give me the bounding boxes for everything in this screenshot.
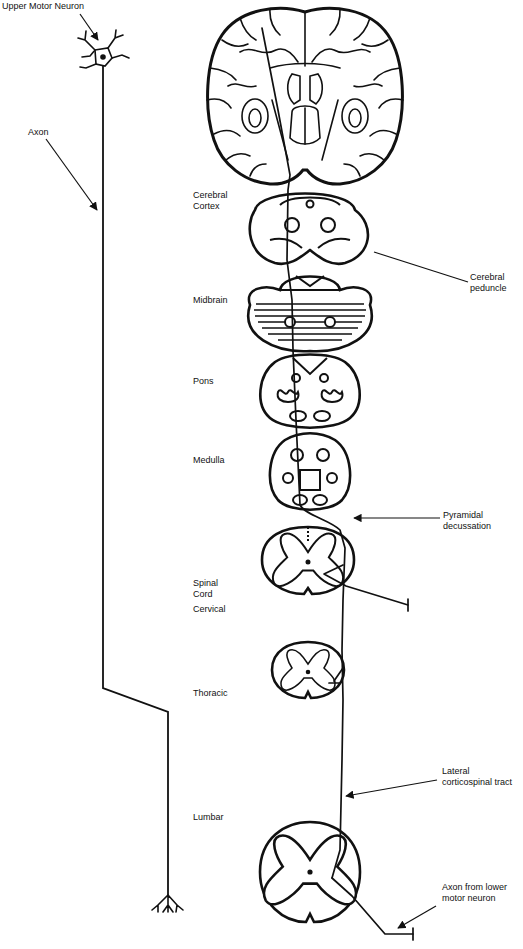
leader-line: [374, 252, 468, 282]
structure-label: Lateral corticospinal tract: [442, 766, 520, 788]
leader-line: [346, 780, 437, 928]
leader-line: [354, 517, 440, 518]
structure-label: Axon: [28, 127, 68, 138]
brain-section: [207, 8, 403, 184]
structure-label: Midbrain: [193, 295, 253, 306]
structure-label: Axon from lower motor neuron: [442, 882, 520, 904]
lumbar-cord-section: [260, 822, 360, 922]
pons-section: [248, 276, 371, 351]
corticospinal-tract: [262, 28, 413, 940]
leader-line: [46, 14, 98, 210]
medulla-section: [270, 433, 350, 510]
structure-label: Cervical: [193, 604, 253, 615]
structure-label: Cerebral Cortex: [193, 190, 238, 212]
structure-label: Pyramidal decussation: [443, 510, 521, 532]
cervical-cord-section: [262, 527, 354, 594]
upper-motor-neuron: [78, 30, 183, 912]
medulla-section: [260, 355, 359, 428]
structure-label: Lumbar: [193, 812, 253, 823]
structure-label: Spinal Cord: [193, 578, 233, 600]
thoracic-cord-section: [272, 642, 344, 698]
structure-label: Cerebral peduncle: [470, 272, 521, 294]
structure-label: Medulla: [193, 455, 253, 466]
structure-label: Pons: [193, 376, 243, 387]
structure-label: Thoracic: [193, 688, 253, 699]
structure-label: Upper Motor Neuron: [2, 1, 122, 12]
midbrain-section: [250, 194, 368, 264]
